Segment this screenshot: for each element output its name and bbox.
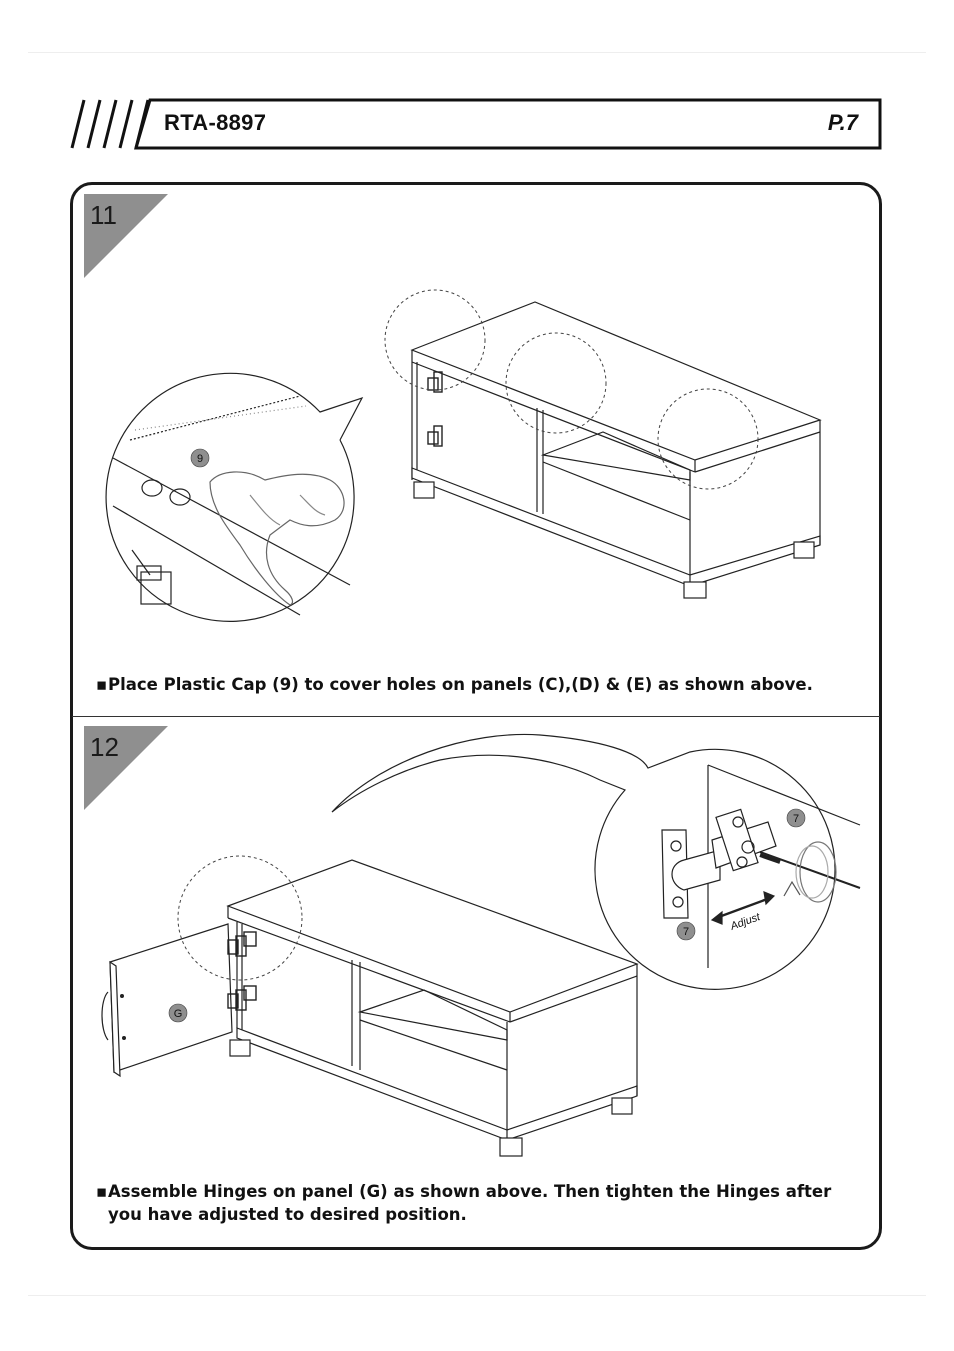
steps-panel xyxy=(70,182,882,1250)
screw-7-label-a: 7 xyxy=(793,813,799,825)
step-12-triangle xyxy=(84,726,168,810)
screw-7-marker-b xyxy=(676,921,696,941)
tv-stand-with-door xyxy=(101,859,639,1157)
hinge-detail-callout xyxy=(331,733,861,990)
step-12-badge: 12 xyxy=(84,726,168,810)
top-rule xyxy=(28,52,926,53)
step-11-triangle xyxy=(84,194,168,278)
hinge-highlight-circle xyxy=(177,855,303,981)
cap-detail-callout xyxy=(105,372,364,622)
model-number: RTA-8897 xyxy=(164,110,267,135)
header-bar: RTA-8897 P.7 xyxy=(70,98,882,150)
step-divider xyxy=(72,716,880,717)
highlight-circles xyxy=(384,289,759,490)
step-12-instruction-text: Assemble Hinges on panel (G) as shown ab… xyxy=(108,1182,832,1224)
header-frame xyxy=(70,98,882,150)
step-12-instruction: ▪ Assemble Hinges on panel (G) as shown … xyxy=(96,1180,866,1226)
screw-7-label-b: 7 xyxy=(683,926,689,938)
step-11-instruction: ▪ Place Plastic Cap (9) to cover holes o… xyxy=(96,673,856,696)
door-g-label: G xyxy=(174,1008,183,1020)
page-number: P.7 xyxy=(827,110,858,135)
header-stripes xyxy=(70,99,150,149)
step-12-bullet: ▪ xyxy=(96,1182,108,1201)
tv-stand-drawing xyxy=(410,301,822,599)
bottom-rule xyxy=(28,1295,926,1296)
step-11-bullet: ▪ xyxy=(96,675,108,694)
door-g-marker xyxy=(168,1003,188,1023)
step-12-number: 12 xyxy=(90,732,119,762)
part-9-marker xyxy=(190,448,210,468)
part-9-label: 9 xyxy=(197,453,203,465)
step-11-badge: 11 xyxy=(84,194,168,278)
step-11-instruction-text: Place Plastic Cap (9) to cover holes on … xyxy=(108,675,813,694)
step-11-number: 11 xyxy=(90,200,117,230)
screw-7-marker-a xyxy=(786,808,806,828)
